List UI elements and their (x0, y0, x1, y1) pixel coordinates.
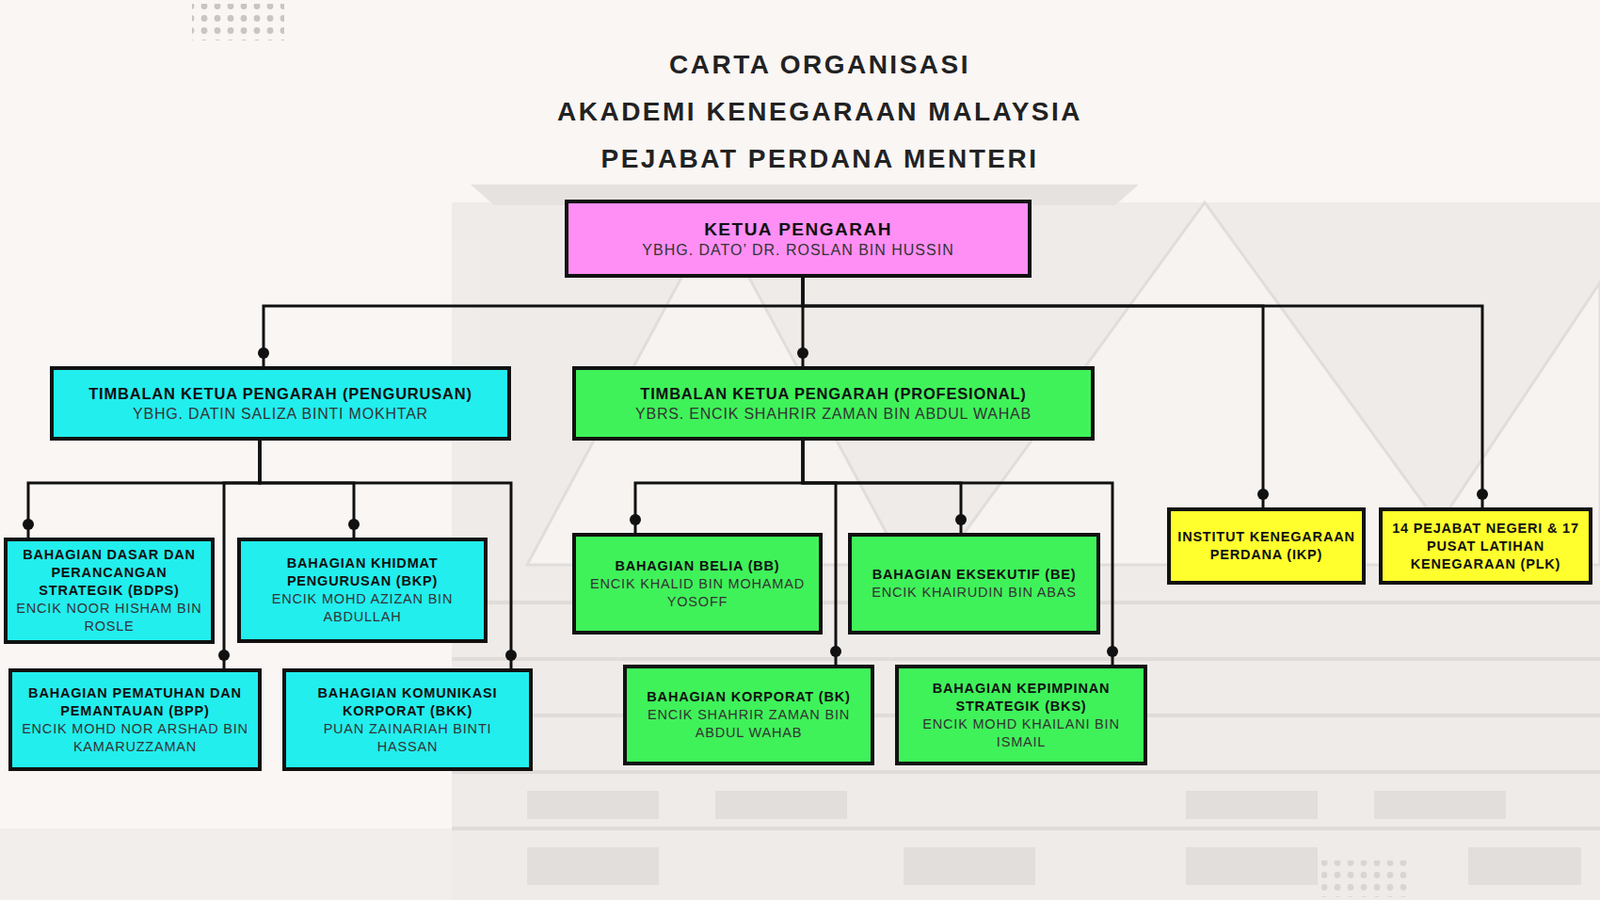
floor-line (451, 826, 1600, 831)
connector-line (263, 277, 803, 367)
node-subtitle: YBRS. ENCIK SHAHRIR ZAMAN BIN ABDUL WAHA… (635, 405, 1032, 423)
node-heading: BAHAGIAN PEMATUHAN DAN PEMANTAUAN (BPP) (18, 684, 252, 720)
building-illustration (0, 184, 1600, 900)
connector-line (802, 440, 961, 533)
window (527, 790, 659, 819)
org-box: BAHAGIAN KEPIMPINAN STRATEGIK (BKS)ENCIK… (895, 664, 1148, 766)
ground-strip (0, 828, 452, 900)
node-heading: BAHAGIAN DASAR DAN PERANCANGAN STRATEGIK… (14, 545, 205, 600)
node-heading: BAHAGIAN BELIA (BB) (615, 557, 781, 576)
window (1185, 847, 1318, 885)
connector-dot (22, 518, 34, 530)
node-subtitle: ENCIK NOOR HISHAM BIN ROSLE (14, 599, 205, 636)
node-subtitle: PUAN ZAINARIAH BINTI HASSAN (292, 720, 523, 756)
connector-dot (218, 649, 230, 661)
org-box: BAHAGIAN PEMATUHAN DAN PEMANTAUAN (BPP)E… (8, 668, 262, 771)
node-heading: INSTITUT KENEGARAAN PERDANA (IKP) (1177, 528, 1356, 564)
node-subtitle: ENCIK MOHD AZIZAN BIN ABDULLAH (247, 590, 478, 626)
org-box: TIMBALAN KETUA PENGARAH (PROFESIONAL) YBR… (572, 366, 1095, 441)
node-subtitle: YBHG. DATIN SALIZA BINTI MOKHTAR (132, 405, 429, 423)
node-heading: BAHAGIAN KOMUNIKASI KORPORAT (BKK) (292, 684, 523, 720)
org-box: BAHAGIAN KOMUNIKASI KORPORAT (BKK)PUAN Z… (282, 668, 533, 771)
window (1185, 790, 1318, 819)
node-subtitle: ENCIK MOHD NOR ARSHAD BIN KAMARUZZAMAN (18, 720, 252, 756)
node-heading: BAHAGIAN EKSEKUTIF (BE) (872, 565, 1077, 584)
node-heading: TIMBALAN KETUA PENGARAH (PENGURUSAN) (88, 384, 473, 403)
connector-line (635, 440, 803, 533)
connector-dot (257, 347, 270, 359)
window (1374, 790, 1506, 819)
window (1468, 847, 1582, 885)
node-heading: BAHAGIAN KHIDMAT PENGURUSAN (BKP) (247, 554, 478, 591)
connector-dot (1106, 645, 1119, 657)
node-subtitle: ENCIK SHAHRIR ZAMAN BIN ABDUL WAHAB (633, 705, 864, 742)
floor-line (451, 656, 1600, 661)
node-heading: BAHAGIAN KORPORAT (BK) (646, 688, 850, 706)
org-box: KETUA PENGARAHYBHG. DATO’ DR. ROSLAN BIN… (564, 199, 1032, 278)
org-box: INSTITUT KENEGARAAN PERDANA (IKP) (1167, 507, 1366, 585)
node-subtitle: ENCIK KHALID BIN MOHAMAD YOSOFF (582, 575, 813, 611)
window (903, 847, 1036, 885)
connector-dot (505, 649, 517, 661)
connector-dot (830, 645, 842, 657)
dot-grid (192, 3, 285, 41)
node-heading: 14 PEJABAT NEGERI & 17 PUSAT LATIHAN KEN… (1389, 519, 1583, 574)
org-box: BAHAGIAN DASAR DAN PERANCANGAN STRATEGIK… (3, 537, 215, 644)
window (527, 847, 659, 885)
floor-line (451, 769, 1600, 774)
node-subtitle: ENCIK MOHD KHAILANI BIN ISMAIL (905, 715, 1137, 752)
connector-line (802, 440, 1113, 665)
connector-dot (1257, 488, 1269, 500)
node-heading: BAHAGIAN KEPIMPINAN STRATEGIK (BKS) (905, 679, 1137, 716)
node-heading: KETUA PENGARAH (704, 219, 893, 240)
node-heading: TIMBALAN KETUA PENGARAH (PROFESIONAL) (640, 384, 1026, 403)
connector-line (259, 440, 354, 538)
org-box: TIMBALAN KETUA PENGARAH (PENGURUSAN) YBHG… (49, 366, 512, 441)
org-box: BAHAGIAN KHIDMAT PENGURUSAN (BKP)ENCIK M… (237, 537, 488, 643)
connector-dot (955, 513, 967, 526)
node-subtitle: YBHG. DATO’ DR. ROSLAN BIN HUSSIN (641, 241, 954, 259)
connector-dot (797, 347, 809, 359)
org-box: BAHAGIAN KORPORAT (BK)ENCIK SHAHRIR ZAMA… (623, 664, 875, 766)
org-box: BAHAGIAN EKSEKUTIF (BE)ENCIK KHAIRUDIN B… (848, 532, 1101, 635)
connector-dot (348, 518, 360, 530)
node-subtitle: ENCIK KHAIRUDIN BIN ABAS (871, 583, 1076, 602)
org-box: 14 PEJABAT NEGERI & 17 PUSAT LATIHAN KEN… (1378, 507, 1593, 585)
connector-dot (629, 513, 641, 526)
window (715, 790, 848, 819)
connector-dot (1476, 488, 1488, 500)
chart-title: CARTA ORGANISASI AKADEMI KENEGARAAN MALA… (160, 41, 1479, 183)
org-box: BAHAGIAN BELIA (BB)ENCIK KHALID BIN MOHA… (572, 532, 823, 635)
